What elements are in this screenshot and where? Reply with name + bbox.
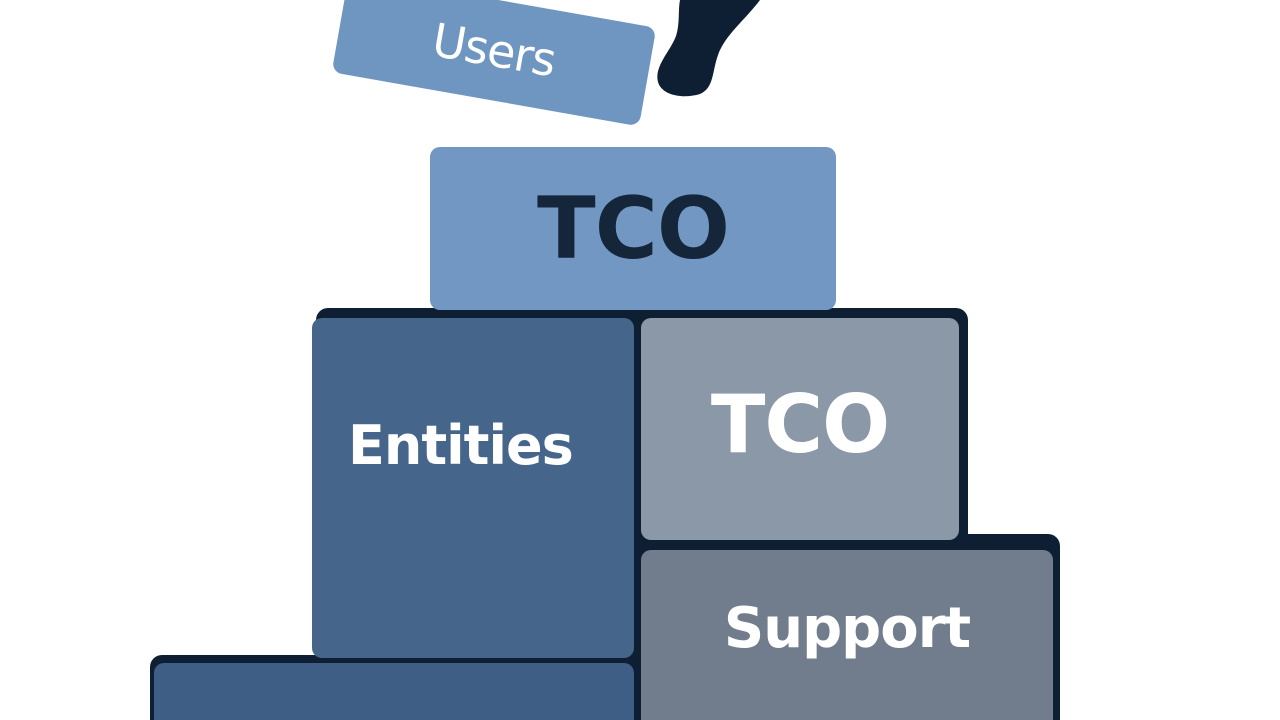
support-label: Support [723,596,971,661]
support-block: Support [641,550,1053,720]
tco-top-block: TCO [430,147,836,310]
entities-block: Entities [312,318,634,658]
tco-right-label: TCO [710,378,890,471]
tco-right-block: TCO [641,318,959,540]
base-block [154,663,634,720]
users-block: Users [331,0,657,127]
hand-icon [657,0,760,97]
tco-top-label: TCO [537,178,730,279]
entities-label: Entities [348,414,574,477]
users-label: Users [428,12,560,88]
